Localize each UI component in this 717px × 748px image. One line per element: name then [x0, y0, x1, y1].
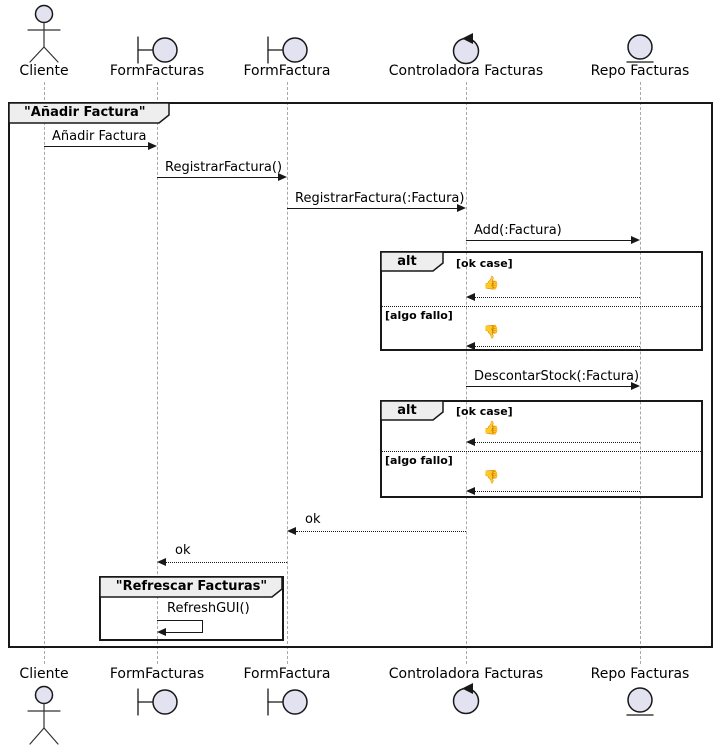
- thumbs-up-message-label: 👍: [483, 276, 500, 291]
- thumbs-down-message-label: 👎: [483, 470, 500, 485]
- participant-label-cliente-bottom: Cliente: [19, 666, 69, 682]
- participant-label-formfacturas-bottom: FormFacturas: [109, 666, 205, 682]
- arrowhead-left-icon: [466, 438, 475, 446]
- message-arrow: [287, 208, 457, 209]
- self-message-label: RefreshGUI(): [167, 601, 250, 616]
- frame-title-tab: [99, 576, 283, 598]
- frame-title: "Refrescar Facturas": [115, 579, 268, 594]
- message-arrow: [466, 240, 631, 241]
- entity-icon: [626, 34, 654, 63]
- message-label: Add(:Factura): [474, 223, 562, 238]
- message-arrow: [157, 177, 279, 178]
- alt-fragment-1: [380, 251, 703, 351]
- control-icon: [452, 683, 480, 715]
- frame-title-tab: [8, 102, 170, 124]
- arrowhead-left-icon: [466, 487, 475, 495]
- return-arrow: [475, 491, 640, 492]
- self-message-arrow: [202, 620, 203, 633]
- thumbs-down-message-label: 👎: [483, 325, 500, 340]
- lifeline-cliente: [44, 82, 45, 664]
- return-arrow: [475, 442, 640, 443]
- guard-ok-case: [ok case]: [456, 405, 513, 418]
- message-label: RegistrarFactura(:Factura): [295, 191, 465, 206]
- arrowhead-right-icon: [148, 142, 157, 150]
- message-arrow: [44, 146, 149, 147]
- arrowhead-left-icon: [466, 342, 475, 350]
- guard-algo-fallo: [algo fallo]: [385, 309, 453, 322]
- arrowhead-left-icon: [466, 293, 475, 301]
- lifeline-controladora-facturas: [466, 82, 467, 664]
- entity-icon: [626, 687, 654, 716]
- alt-operator: alt: [397, 254, 417, 269]
- arrowhead-right-icon: [631, 236, 640, 244]
- guard-algo-fallo: [algo fallo]: [385, 454, 453, 467]
- alt-divider: [380, 451, 703, 452]
- alt-operator-tab: [380, 251, 444, 272]
- participant-label-repo-bottom: Repo Facturas: [590, 666, 690, 682]
- return-arrow: [475, 346, 640, 347]
- lifeline-formfactura: [287, 82, 288, 664]
- frame-anadir-factura: [8, 102, 713, 648]
- message-label: RegistrarFactura(): [165, 160, 283, 175]
- arrowhead-right-icon: [631, 382, 640, 390]
- boundary-icon: [267, 688, 308, 716]
- alt-operator: alt: [397, 403, 417, 418]
- return-arrow: [475, 297, 640, 298]
- arrowhead-left-icon: [287, 527, 296, 535]
- alt-divider: [380, 306, 703, 307]
- participant-label-formfactura-bottom: FormFactura: [243, 666, 331, 682]
- participant-label-controladora-top: Controladora Facturas: [388, 63, 544, 79]
- guard-ok-case: [ok case]: [456, 257, 513, 270]
- participant-label-formfacturas-top: FormFacturas: [109, 63, 205, 79]
- boundary-icon: [267, 36, 308, 64]
- participant-label-controladora-bottom: Controladora Facturas: [388, 666, 544, 682]
- self-message-arrow: [166, 632, 203, 633]
- participant-label-repo-top: Repo Facturas: [590, 63, 690, 79]
- boundary-icon: [137, 688, 178, 716]
- actor-icon: [27, 4, 61, 63]
- actor-icon: [27, 685, 61, 745]
- arrowhead-right-icon: [457, 204, 466, 212]
- return-label-ok: ok: [175, 543, 191, 558]
- message-label: DescontarStock(:Factura): [474, 369, 640, 384]
- participant-label-formfactura-top: FormFactura: [243, 63, 331, 79]
- self-message-arrow: [157, 620, 203, 621]
- boundary-icon: [137, 36, 178, 64]
- message-arrow: [466, 386, 631, 387]
- lifeline-repo-facturas: [640, 82, 641, 664]
- return-arrow: [166, 562, 287, 563]
- message-label: Añadir Factura: [52, 129, 147, 144]
- lifeline-formfacturas: [157, 82, 158, 664]
- frame-title: "Añadir Factura": [24, 105, 146, 120]
- thumbs-up-message-label: 👍: [483, 421, 500, 436]
- return-label-ok: ok: [305, 512, 321, 527]
- return-arrow: [296, 531, 466, 532]
- alt-fragment-2: [380, 400, 703, 498]
- arrowhead-left-icon: [157, 558, 166, 566]
- arrowhead-left-icon: [157, 628, 166, 636]
- alt-operator-tab: [380, 400, 444, 421]
- control-icon: [452, 33, 480, 65]
- participant-label-cliente-top: Cliente: [19, 63, 69, 79]
- arrowhead-right-icon: [278, 173, 287, 181]
